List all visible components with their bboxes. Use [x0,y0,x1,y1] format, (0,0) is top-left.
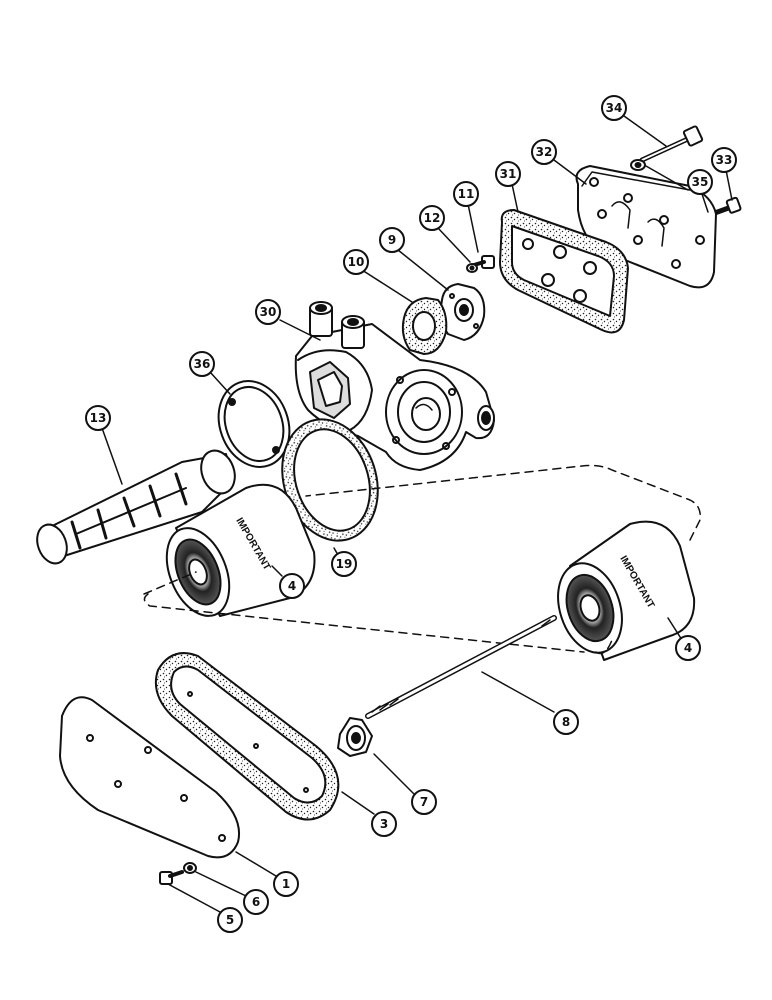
bolt-34 [639,125,704,163]
callout-4-left: 4 [279,573,305,599]
callout-label: 19 [336,557,353,571]
callout-3: 3 [371,811,397,837]
callout-36: 36 [189,351,215,377]
callout-label: 36 [194,357,211,371]
callout-34: 34 [601,95,627,121]
washer-12 [466,263,478,273]
callout-label: 1 [282,877,290,891]
callout-label: 7 [420,795,428,809]
bolt-5 [159,870,184,885]
callout-label: 13 [90,411,107,425]
gasket-3 [154,652,340,821]
callout-label: 6 [252,895,260,909]
callout-10: 10 [343,249,369,275]
callout-label: 30 [260,305,277,319]
callout-6: 6 [243,889,269,915]
callout-1: 1 [273,871,299,897]
callout-7: 7 [411,789,437,815]
flange-7 [337,717,373,757]
gasket-36 [217,380,291,468]
filter-cartridge-4-left: IMPORTANT [165,483,316,617]
callout-label: 3 [380,817,388,831]
callout-label: 33 [716,153,733,167]
callout-12: 12 [419,205,445,231]
rod-8 [365,615,557,719]
callout-label: 32 [536,145,553,159]
end-cover-1 [59,696,240,859]
gasket-10 [401,297,448,355]
filter-housing-30 [294,301,495,471]
callout-9: 9 [379,227,405,253]
leader-lines [101,115,733,913]
filter-group-outline [143,464,702,655]
callout-label: 34 [606,101,623,115]
callout-label: 31 [500,167,517,181]
seal-ring-19 [281,418,379,542]
callout-5: 5 [217,907,243,933]
callout-label: 35 [692,175,709,189]
callout-31: 31 [495,161,521,187]
gasket-31 [499,209,629,334]
callout-label: 11 [458,187,475,201]
callout-label: 12 [424,211,441,225]
callout-13: 13 [85,405,111,431]
callout-11: 11 [453,181,479,207]
cover-9 [439,283,486,341]
filter-cartridge-4-right: IMPORTANT [557,520,696,661]
callout-35: 35 [687,169,713,195]
callout-19: 19 [331,551,357,577]
callout-label: 8 [562,715,570,729]
callout-4-right: 4 [675,635,701,661]
callout-label: 4 [288,579,296,593]
callout-8: 8 [553,709,579,735]
washer-6 [183,862,197,874]
callout-32: 32 [531,139,557,165]
callout-label: 9 [388,233,396,247]
callout-label: 10 [348,255,365,269]
callout-30: 30 [255,299,281,325]
strainer-13 [36,449,236,565]
callout-33: 33 [711,147,737,173]
callout-label: 5 [226,913,234,927]
callout-label: 4 [684,641,692,655]
callouts: 34 32 33 35 31 11 12 9 10 30 36 13 19 4 … [85,95,737,933]
cover-plate-32 [575,165,717,289]
